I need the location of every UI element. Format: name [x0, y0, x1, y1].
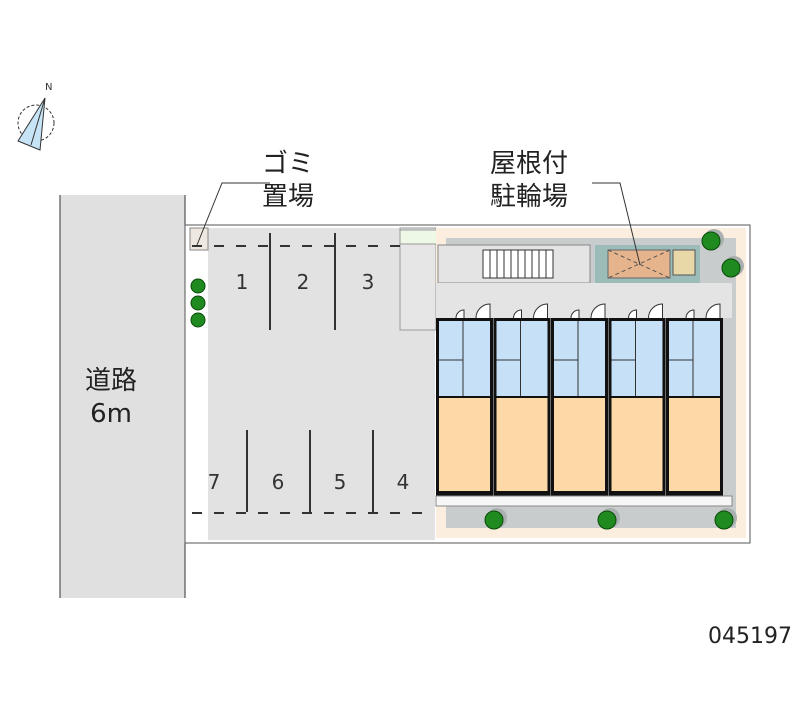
road [60, 195, 185, 598]
parking-space-3: 3 [361, 270, 375, 294]
property-id: 045197 [708, 624, 792, 649]
apartment-unit [436, 303, 493, 496]
compass-icon: N [17, 82, 55, 151]
stairs [482, 249, 554, 279]
apartment-unit [666, 303, 723, 496]
parking-space-6: 6 [271, 470, 285, 494]
tree-icon [701, 231, 721, 251]
apartment-unit [551, 303, 608, 496]
parking-space-2: 2 [296, 270, 310, 294]
trees [484, 229, 744, 530]
parking-space-4: 4 [396, 470, 410, 494]
tree-icon [714, 510, 734, 530]
apartment-units [436, 303, 723, 496]
bicycle-parking-label: 屋根付駐輪場 [490, 149, 569, 212]
parking-space-7: 7 [207, 470, 221, 494]
parking-space-1: 1 [235, 270, 249, 294]
parking-lot [208, 228, 435, 540]
tree-icon [484, 510, 504, 530]
parking-space-5: 5 [333, 470, 347, 494]
tree-icon [721, 258, 741, 278]
apartment-unit [493, 303, 551, 496]
apartment-unit [608, 303, 666, 496]
garbage-label: ゴミ置場 [262, 149, 315, 212]
parking-lines [192, 233, 430, 514]
shrubs [190, 278, 206, 328]
tree-icon [597, 510, 617, 530]
north-label: N [45, 82, 52, 93]
